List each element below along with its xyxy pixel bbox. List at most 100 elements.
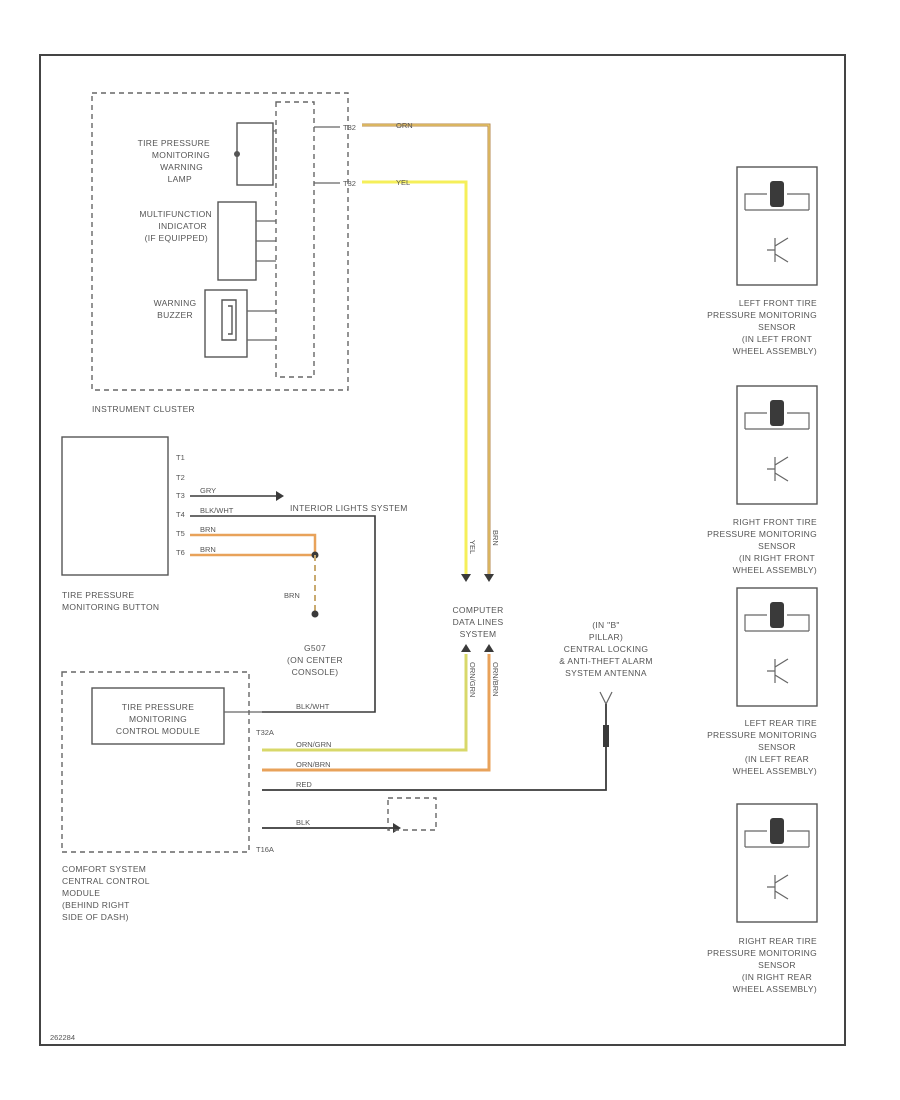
blk-connector-dashed	[387, 797, 437, 831]
wire-label-blk-wht: BLK/WHT	[200, 506, 234, 515]
ground-label-1: G507	[304, 643, 326, 653]
warning-buzzer-box	[204, 289, 248, 358]
interior-lights-label: INTERIOR LIGHTS SYSTEM	[290, 503, 408, 513]
sensor-label-5: WHEEL ASSEMBLY)	[733, 346, 817, 356]
ground-label-2: (ON CENTER	[287, 655, 343, 665]
tpm-button-pin-3: T3	[176, 491, 185, 500]
sensor-label-2: PRESSURE MONITORING	[707, 948, 817, 958]
instrument-cluster: TIRE PRESSURE MONITORING WARNING LAMP MU…	[91, 92, 356, 414]
wire-label-gry: GRY	[200, 486, 216, 495]
sensor-label-2: PRESSURE MONITORING	[707, 730, 817, 740]
buzzer-label-1: WARNING	[154, 298, 197, 308]
datalink-arrow-out-1-icon	[461, 644, 471, 652]
module-wire-blk: BLK	[296, 818, 310, 827]
datalink-wire-yel: YEL	[468, 540, 477, 554]
sensor-transistor-icon	[767, 658, 789, 684]
antenna-lead	[603, 725, 609, 747]
wire-yel-to-datalink	[362, 180, 468, 575]
wire-label-orn: ORN	[396, 121, 413, 130]
datalink-arrow-out-2-icon	[484, 644, 494, 652]
sensor-coil-lines	[744, 412, 810, 430]
cluster-connector-block	[275, 101, 315, 378]
module-wire-orn-grn: ORN/GRN	[296, 740, 331, 749]
sensor-label-5: WHEEL ASSEMBLY)	[733, 766, 817, 776]
datalink-label-1: COMPUTER	[452, 605, 503, 615]
datalink-arrow-in-2-icon	[484, 574, 494, 582]
ground-label-3: CONSOLE)	[292, 667, 339, 677]
tpm-lamp-label-1: TIRE PRESSURE	[138, 138, 210, 148]
cluster-pin-top: T32	[343, 123, 356, 132]
sensor-label-4: (IN LEFT FRONT	[742, 334, 812, 344]
sensor-label-2: PRESSURE MONITORING	[707, 529, 817, 539]
sensor-transistor-icon	[767, 237, 789, 263]
sensor-transistor-icon	[767, 456, 789, 482]
connector-t16a: T16A	[256, 845, 274, 854]
datalink-label-3: SYSTEM	[460, 629, 497, 639]
comfort-module-label-1: COMFORT SYSTEM	[62, 864, 146, 874]
sensor-transistor-icon	[767, 874, 789, 900]
sensor-label-1: RIGHT REAR TIRE	[739, 936, 817, 946]
sensor-right-front: RIGHT FRONT TIRE PRESSURE MONITORING SEN…	[707, 385, 818, 575]
tpm-lamp-label-3: WARNING	[160, 162, 203, 172]
tpm-button-pin-2: T2	[176, 473, 185, 482]
diagram-frame	[39, 54, 846, 1046]
sensor-label-3: SENSOR	[758, 322, 796, 332]
sensor-box	[736, 587, 818, 707]
wire-label-yel: YEL	[396, 178, 410, 187]
sensor-battery-icon	[770, 400, 784, 426]
antenna-label-4: & ANTI-THEFT ALARM	[559, 656, 653, 666]
comfort-module: TIRE PRESSURE MONITORING CONTROL MODULE …	[61, 671, 331, 922]
module-wire-orn-brn: ORN/BRN	[296, 760, 331, 769]
wire-orn-brn	[262, 654, 491, 772]
mfi-label-1: MULTIFUNCTION	[139, 209, 212, 219]
sensor-label-4: (IN RIGHT REAR	[742, 972, 812, 982]
datalink-label-2: DATA LINES	[453, 617, 504, 627]
sensor-coil-lines	[744, 830, 810, 848]
comfort-module-label-5: SIDE OF DASH)	[62, 912, 129, 922]
comfort-module-label-3: MODULE	[62, 888, 100, 898]
sensor-coil-lines	[744, 614, 810, 632]
wire-label-brn-1: BRN	[200, 525, 216, 534]
sensor-box	[736, 803, 818, 923]
sensor-label-2: PRESSURE MONITORING	[707, 310, 817, 320]
tpm-button-pin-1: T1	[176, 453, 185, 462]
sensor-battery-icon	[770, 181, 784, 207]
tpm-button-pin-4: T4	[176, 510, 185, 519]
buzzer-label-2: BUZZER	[157, 310, 193, 320]
sensor-label-5: WHEEL ASSEMBLY)	[733, 565, 817, 575]
tpm-button-pin-6: T6	[176, 548, 185, 557]
tpm-control-module-box	[91, 687, 225, 745]
comfort-module-outline	[61, 671, 250, 853]
antenna-label-5: SYSTEM ANTENNA	[565, 668, 647, 678]
instrument-cluster-outline	[91, 92, 349, 391]
wire-orn-grn	[262, 654, 468, 752]
mfi-label-2: INDICATOR	[158, 221, 207, 231]
sensor-box	[736, 166, 818, 286]
sensor-left-rear: LEFT REAR TIRE PRESSURE MONITORING SENSO…	[707, 587, 818, 776]
comfort-module-label-2: CENTRAL CONTROL	[62, 876, 150, 886]
wire-blk-wht	[190, 515, 376, 713]
module-wire-blk-wht: BLK/WHT	[296, 702, 330, 711]
tpm-button: T1 T2 T3 T4 T5 T6 TIRE PRESSURE MONITORI…	[61, 436, 185, 612]
tpm-button-box	[61, 436, 169, 576]
ground-point-icon	[311, 610, 319, 618]
tpm-button-label-1: TIRE PRESSURE	[62, 590, 134, 600]
sensor-label-4: (IN RIGHT FRONT	[739, 553, 815, 563]
sensor-label-1: LEFT REAR TIRE	[745, 718, 817, 728]
sensor-label-3: SENSOR	[758, 541, 796, 551]
instrument-cluster-label: INSTRUMENT CLUSTER	[92, 404, 195, 414]
antenna-icon	[599, 691, 613, 706]
wire-label-brn-2: BRN	[200, 545, 216, 554]
antenna-label-3: CENTRAL LOCKING	[564, 644, 648, 654]
tpm-warning-lamp-box	[236, 122, 274, 186]
datalink-wire-orn-brn: ORN/BRN	[491, 662, 500, 697]
computer-data-lines: COMPUTER DATA LINES SYSTEM	[452, 574, 503, 652]
sensor-battery-icon	[770, 818, 784, 844]
footer-code: 262284	[50, 1033, 75, 1042]
module-wire-red: RED	[296, 780, 312, 789]
sensor-label-1: RIGHT FRONT TIRE	[733, 517, 817, 527]
wire-label-brn-drop: BRN	[284, 591, 300, 600]
sensor-coil-lines	[744, 193, 810, 211]
comfort-module-label-4: (BEHIND RIGHT	[62, 900, 130, 910]
